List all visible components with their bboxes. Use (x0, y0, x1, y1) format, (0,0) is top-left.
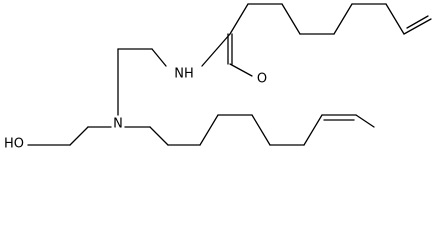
molecule-structure: NH O N HO (4, 3, 432, 152)
bond (281, 3, 301, 35)
bond (355, 114, 375, 128)
double-bond-line (406, 15, 429, 29)
amide-nh-label: NH (174, 67, 194, 82)
bond (69, 126, 89, 146)
bond (385, 3, 405, 35)
bond (251, 114, 271, 146)
bond (303, 114, 323, 146)
bond (199, 114, 219, 146)
ethylene-linker (117, 48, 167, 116)
bond (403, 18, 432, 35)
octenoyl-chain (229, 3, 432, 35)
hydroxyl-ho-label: HO (4, 137, 24, 152)
octenyl-chain (124, 114, 375, 146)
tertiary-n-label: N (113, 117, 123, 132)
bond (229, 63, 253, 77)
bond (151, 48, 167, 67)
carbonyl-group (201, 33, 253, 77)
hydroxyethyl-arm (27, 126, 112, 146)
bond (229, 3, 249, 35)
bond (149, 126, 169, 146)
bond (333, 3, 353, 35)
bond (201, 33, 231, 67)
carbonyl-o-label: O (257, 72, 267, 87)
